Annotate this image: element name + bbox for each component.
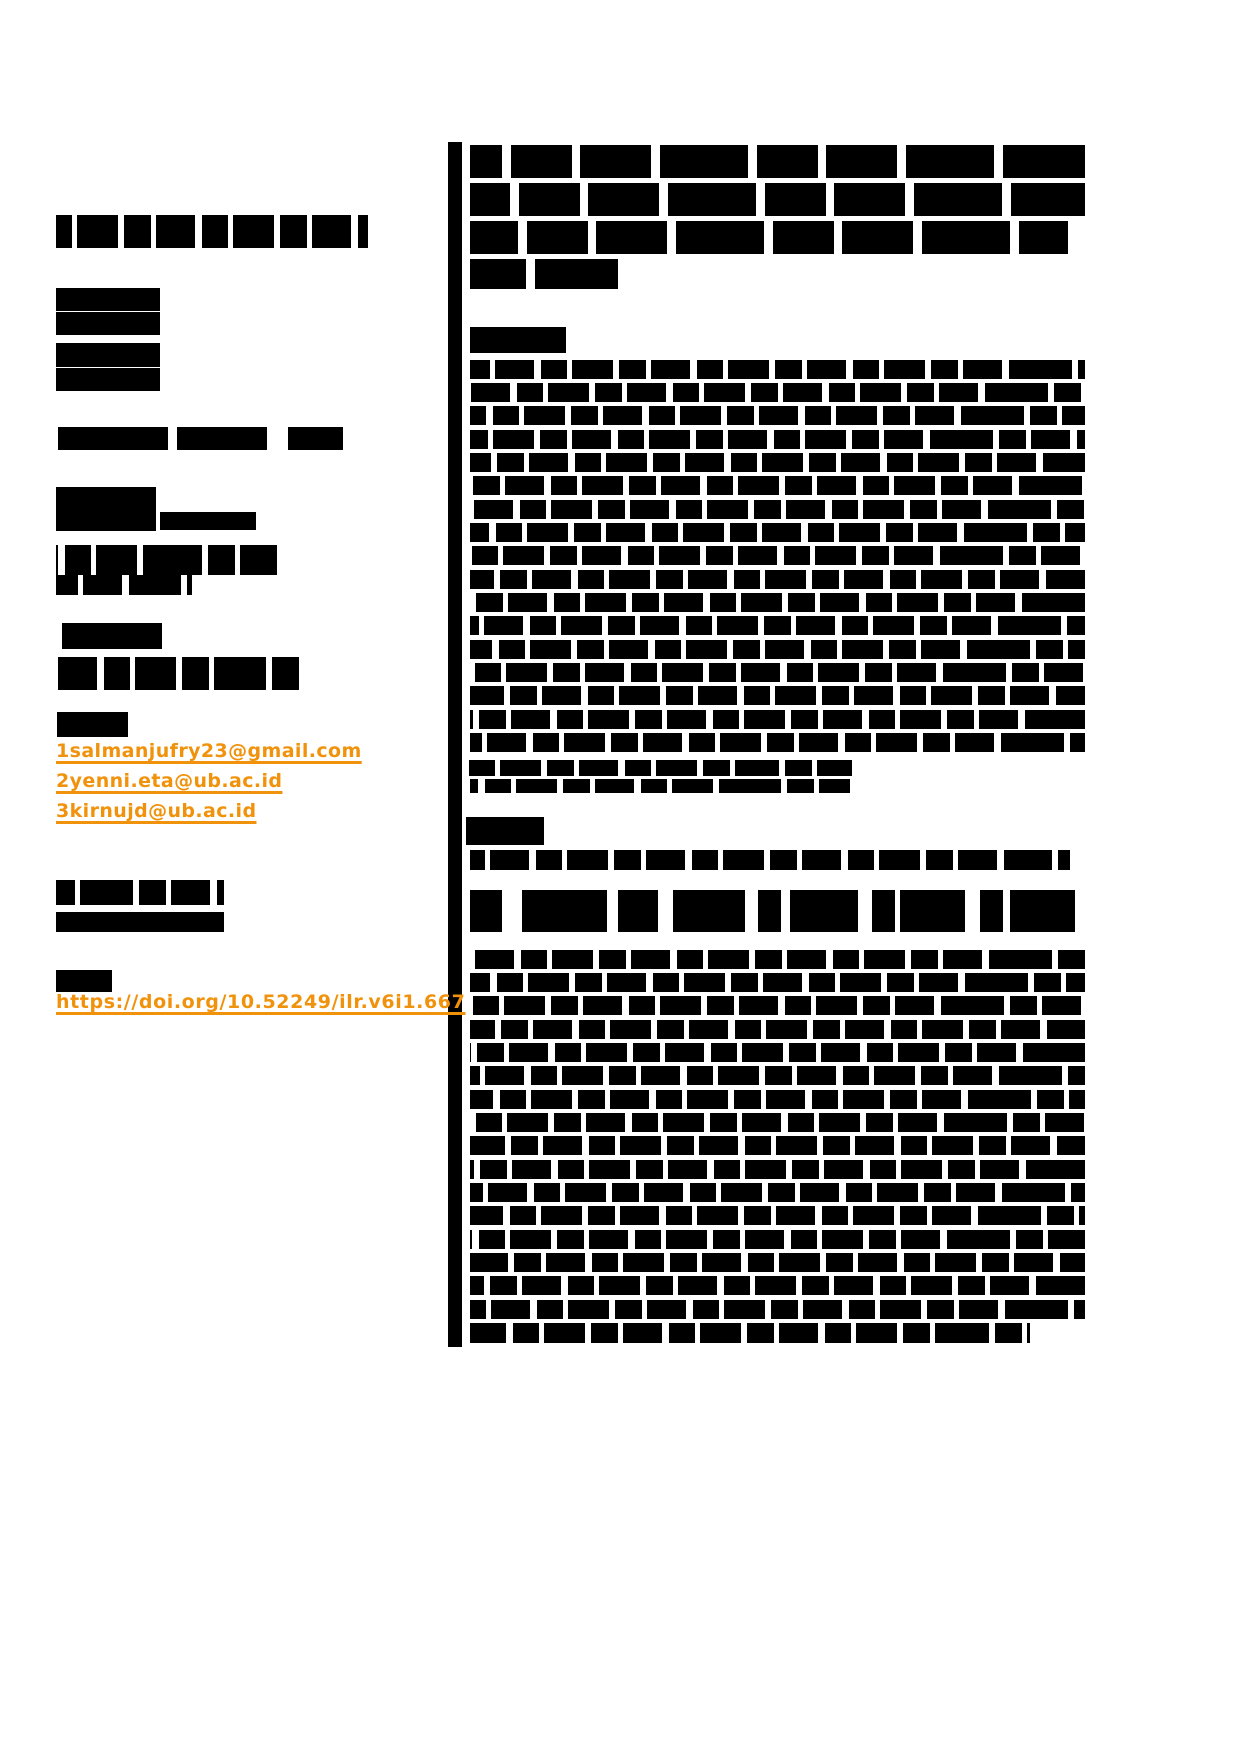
abstract-line: [470, 616, 1085, 635]
body-line: [470, 1253, 1085, 1272]
volume-line: [58, 427, 168, 450]
abstract-line: [470, 710, 1085, 729]
keywords-heading: [466, 817, 544, 845]
masthead-line: [56, 215, 368, 248]
abstract-line: [470, 686, 1085, 705]
body-line: [470, 1160, 1085, 1179]
abstract-line: [470, 360, 1085, 379]
citation-block-line: [56, 545, 277, 575]
body-line: [470, 1300, 1085, 1319]
keyword-chip: [980, 890, 1075, 932]
abstract-line: [470, 406, 1085, 425]
title-line: [470, 145, 1085, 178]
abstract-heading: [470, 327, 566, 353]
title-line: [470, 221, 1068, 254]
body-line: [470, 950, 1085, 969]
keyword-chip: [522, 890, 607, 932]
abstract-line: [470, 593, 1085, 612]
column-rule: [448, 142, 462, 1347]
author-email-link-1[interactable]: 1salmanjufry23@gmail.com: [56, 740, 362, 762]
abstract-line: [470, 500, 1085, 519]
body-line: [470, 1206, 1085, 1225]
affiliation-label: [62, 623, 162, 649]
keyword-chip: [618, 890, 658, 932]
abstract-line: [470, 733, 1085, 752]
issue-info-line: [56, 312, 160, 335]
author-email-link-2[interactable]: 2yenni.eta@ub.ac.id: [56, 770, 283, 792]
body-line: [470, 1230, 1085, 1249]
keyword-chip: [673, 890, 745, 932]
title-line: [470, 183, 1085, 216]
body-line: [470, 1020, 1085, 1039]
abstract-line: [470, 453, 1085, 472]
body-tail-line: [470, 1323, 1030, 1343]
author-email-link-3[interactable]: 3kirnujd@ub.ac.id: [56, 800, 257, 822]
issue-info-line: [56, 343, 160, 367]
body-line: [470, 1136, 1085, 1155]
issue-info-line: [56, 288, 160, 311]
title-line: [470, 259, 618, 289]
affiliation-text: [57, 657, 303, 690]
abstract-line: [470, 523, 1085, 542]
abstract-line: [470, 476, 1085, 495]
body-line: [470, 973, 1085, 992]
date-published-label: [56, 880, 224, 905]
body-line: [470, 1090, 1085, 1109]
abstract-line: [470, 430, 1085, 449]
citation-block-line: [160, 512, 256, 530]
keyword-chip: [758, 890, 858, 932]
keyword-chip: [872, 890, 965, 932]
doi-link[interactable]: https://doi.org/10.52249/ilr.v6i1.667: [56, 991, 466, 1013]
citation-block-line: [56, 575, 192, 595]
abstract-tail-line: [458, 760, 852, 776]
keywords-line: [470, 850, 1070, 870]
body-line: [470, 996, 1085, 1015]
body-line: [470, 1276, 1085, 1295]
email-label: [57, 712, 128, 737]
abstract-line: [470, 640, 1085, 659]
abstract-tail-line: [470, 779, 850, 793]
abstract-line: [470, 383, 1085, 402]
doi-label: [56, 970, 112, 992]
abstract-line: [470, 663, 1085, 682]
volume-line: [177, 427, 267, 450]
issue-info-line: [56, 368, 160, 391]
volume-line: [288, 427, 343, 450]
body-line: [470, 1113, 1085, 1132]
abstract-line: [470, 546, 1085, 565]
abstract-line: [470, 570, 1085, 589]
body-line: [470, 1043, 1085, 1062]
body-line: [470, 1183, 1085, 1202]
body-line: [470, 1066, 1085, 1085]
keyword-chip: [470, 890, 502, 932]
citation-block-line: [56, 487, 156, 531]
date-published-value: [56, 912, 224, 932]
